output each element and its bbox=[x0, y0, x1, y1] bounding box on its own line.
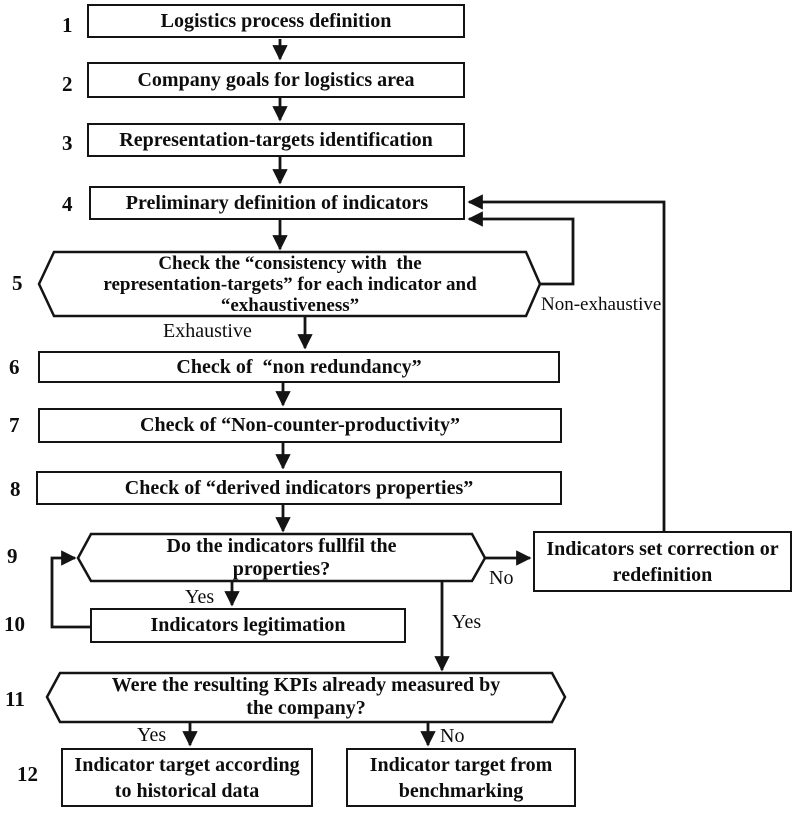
box-representation-targets: Representation-targets identification bbox=[87, 123, 465, 157]
box-check-derived-indicators: Check of “derived indicators properties” bbox=[36, 471, 562, 505]
box-line: redefinition bbox=[612, 563, 713, 586]
label-yes-legitimation: Yes bbox=[185, 586, 215, 608]
box-indicator-target-benchmarking: Indicator target from benchmarking bbox=[346, 748, 576, 807]
hexagon-properties-check bbox=[76, 532, 487, 583]
step-number-4: 4 bbox=[62, 192, 73, 216]
hexagon-kpi-measured-check-text: Were the resulting KPIs already measured… bbox=[60, 674, 552, 720]
box-line: benchmarking bbox=[398, 779, 524, 802]
step-number-1: 1 bbox=[62, 13, 73, 37]
connector-10-9-loop bbox=[50, 550, 90, 629]
step-number-10: 10 bbox=[4, 612, 25, 636]
hexagon-consistency-check bbox=[37, 250, 542, 318]
step-number-7: 7 bbox=[9, 413, 20, 437]
label-yes-kpi-check: Yes bbox=[452, 611, 482, 633]
box-line: Indicators set correction or bbox=[546, 537, 779, 560]
hexagon-properties-check-text: Do the indicators fullfil the properties… bbox=[91, 535, 472, 580]
hexagon-line: representation-targets” for each indicat… bbox=[103, 273, 477, 295]
box-company-goals: Company goals for logistics area bbox=[87, 62, 465, 98]
hexagon-line: “exhaustiveness” bbox=[220, 294, 360, 316]
connector-correction-to-4-loop bbox=[467, 194, 666, 531]
step-number-9: 9 bbox=[7, 544, 18, 568]
label-exhaustive: Exhaustive bbox=[163, 320, 252, 342]
box-logistics-process-definition: Logistics process definition bbox=[87, 4, 465, 38]
box-indicators-set-correction: Indicators set correction or redefinitio… bbox=[533, 531, 792, 592]
connector-non-exhaustive-loop bbox=[467, 211, 575, 286]
label-no-correction: No bbox=[489, 567, 514, 589]
step-number-3: 3 bbox=[62, 131, 73, 155]
step-number-5: 5 bbox=[12, 271, 23, 295]
box-check-non-redundancy: Check of “non redundancy” bbox=[38, 351, 560, 383]
box-line: Indicator target according bbox=[74, 753, 300, 776]
hexagon-line: properties? bbox=[232, 557, 331, 580]
label-non-exhaustive: Non-exhaustive bbox=[541, 294, 662, 315]
hexagon-line: Were the resulting KPIs already measured… bbox=[111, 674, 501, 696]
box-indicators-legitimation: Indicators legitimation bbox=[90, 608, 406, 643]
step-number-12: 12 bbox=[17, 762, 38, 786]
hexagon-consistency-check-text: Check the “consistency with the represen… bbox=[56, 252, 524, 316]
label-no-benchmarking: No bbox=[440, 725, 465, 747]
hexagon-kpi-measured-check bbox=[45, 671, 567, 724]
box-preliminary-definition: Preliminary definition of indicators bbox=[89, 186, 465, 220]
step-number-6: 6 bbox=[9, 355, 20, 379]
box-line: Indicator target from bbox=[369, 753, 553, 776]
step-number-2: 2 bbox=[62, 72, 73, 96]
hexagon-line: the company? bbox=[246, 697, 366, 719]
step-number-8: 8 bbox=[10, 477, 21, 501]
box-check-non-counter-productivity: Check of “Non-counter-productivity” bbox=[38, 408, 562, 443]
label-yes-historical: Yes bbox=[137, 724, 167, 746]
step-number-11: 11 bbox=[5, 687, 25, 711]
hexagon-line: Do the indicators fullfil the bbox=[166, 534, 397, 557]
box-indicator-target-historical: Indicator target according to historical… bbox=[61, 748, 313, 807]
box-line: to historical data bbox=[114, 779, 260, 802]
hexagon-line: Check the “consistency with the bbox=[158, 252, 422, 274]
